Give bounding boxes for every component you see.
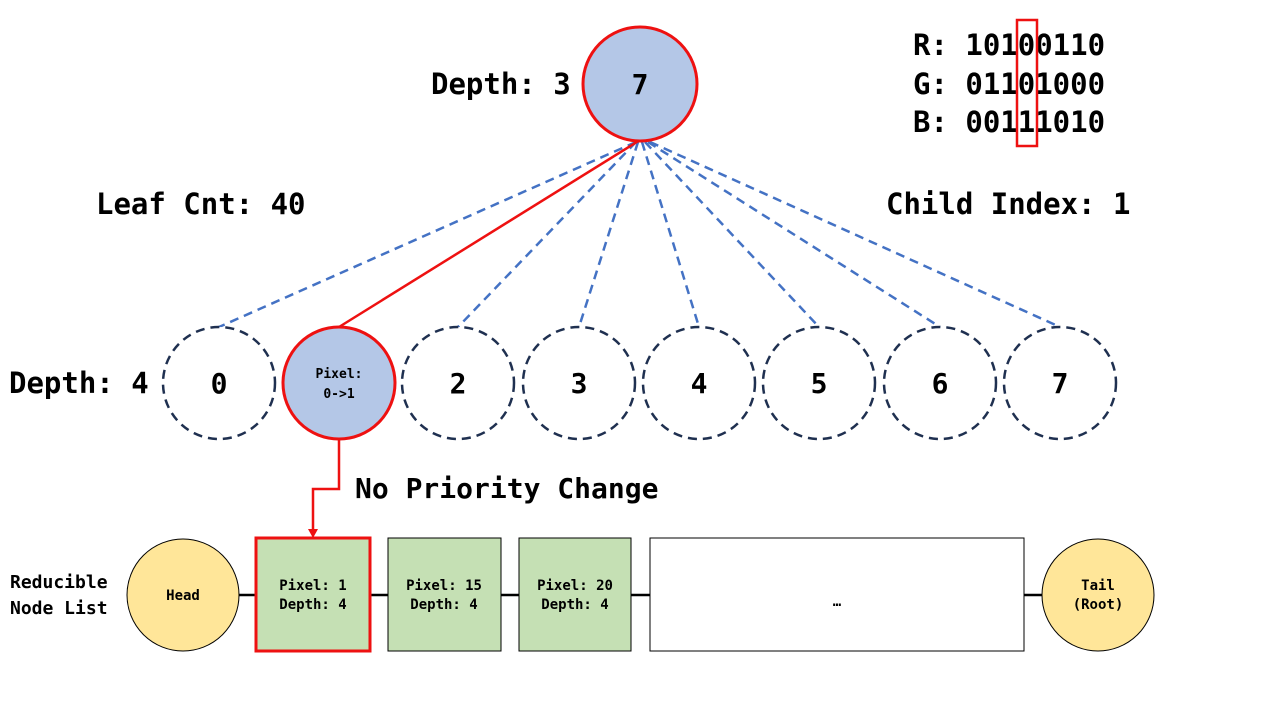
leaf-count-label: Leaf Cnt: 40 [96,187,306,221]
child-node-7: 7 [1002,325,1118,441]
root-depth-label: Depth: 3 [431,67,571,101]
child-node-label: 4 [691,367,708,400]
edge-to-child-2 [457,141,637,328]
list-item-pixel: Pixel: 1 [279,578,346,594]
child-node-label: 7 [1052,367,1069,400]
list-item-depth: Depth: 4 [279,597,346,613]
list-item-2: Pixel: 15 Depth: 4 [387,537,502,652]
root-node: 7 [581,25,699,143]
list-item-depth: Depth: 4 [410,597,477,613]
list-item-3: Pixel: 20 Depth: 4 [518,537,632,652]
child-index-label: Child Index: 1 [886,187,1130,221]
root-node-value: 7 [632,68,649,101]
rgb-line-r: R: 10100110 [913,28,1105,62]
edge-to-child-7 [649,140,1061,329]
list-head-node: Head [126,538,240,652]
rgb-line-b: B: 00111010 [913,105,1105,139]
child-node-1-active: Pixel: 0->1 [281,325,397,441]
child-node-0: 0 [161,325,277,441]
list-item-1: Pixel: 1 Depth: 4 [254,536,372,653]
reducible-list-label-line-1: Reducible [10,572,108,593]
edge-to-child-1-highlight [338,138,641,329]
children-depth-label: Depth: 4 [9,366,149,400]
child-node-3: 3 [521,325,637,441]
edge-to-child-6 [647,140,941,329]
child-node-label: 6 [932,367,949,400]
child-node-label: 2 [450,367,467,400]
rgb-bits: R: 10100110 G: 01101000 B: 00111010 [913,18,1105,148]
list-item-pixel: Pixel: 15 [406,578,482,594]
child-node-5: 5 [761,325,877,441]
reducible-list-label-line-2: Node List [10,598,108,619]
child-node-label: 3 [571,367,588,400]
tree-edges [218,138,1061,329]
list-item-depth: Depth: 4 [541,597,608,613]
list-tail-label: Tail [1081,578,1115,594]
priority-arrow [308,440,341,538]
list-tail-node: Tail (Root) [1041,538,1155,652]
child-node-label: 0 [211,367,228,400]
edge-to-child-3 [577,141,640,328]
child-node-pixel-label: Pixel: [316,367,363,382]
child-node-2: 2 [400,325,516,441]
edge-to-child-4 [640,141,701,328]
child-node-pixel-value: 0->1 [323,387,354,402]
list-item-pixel: Pixel: 20 [537,578,613,594]
child-node-4: 4 [641,325,757,441]
list-tail-sublabel: (Root) [1073,597,1124,613]
bit-column-highlight [1015,18,1039,148]
rgb-line-g: G: 01101000 [913,67,1105,101]
list-ellipsis: … [833,594,842,610]
priority-note: No Priority Change [355,472,658,505]
edge-to-child-0 [218,140,637,329]
child-node-6: 6 [882,325,998,441]
child-node-label: 5 [811,367,828,400]
list-ellipsis-box: … [649,537,1025,652]
list-head-label: Head [166,588,200,604]
edge-to-child-5 [644,141,820,328]
